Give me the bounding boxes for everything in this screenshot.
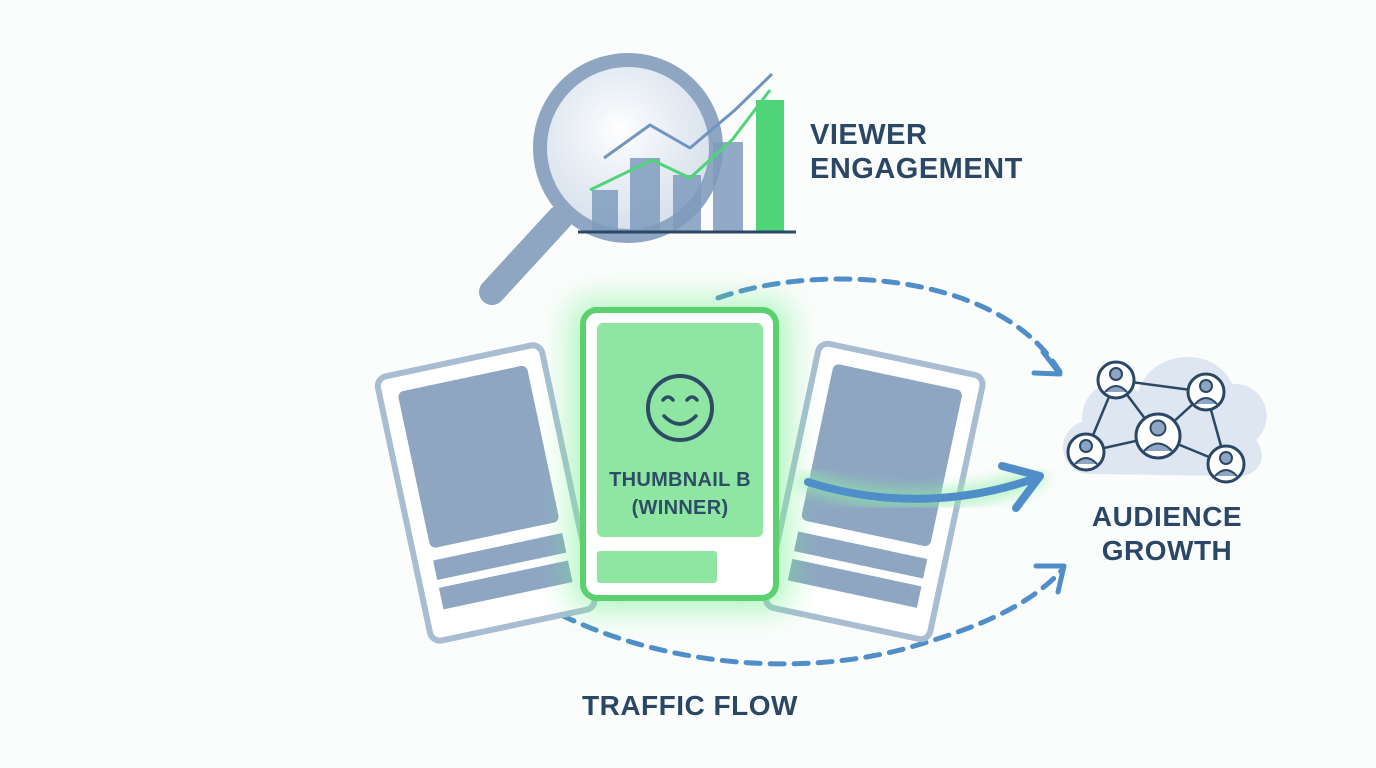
chart-trend-line-blue	[603, 72, 774, 160]
magnifier-handle	[479, 205, 573, 305]
audience-node	[1096, 360, 1136, 400]
traffic-flow-label: TRAFFIC FLOW	[582, 690, 798, 721]
winner-arrow-head	[998, 462, 1044, 512]
people-network-cloud-icon	[1063, 357, 1267, 484]
thumbnail-card-winner	[580, 307, 779, 601]
viewer-engagement-line-1: VIEWER	[810, 119, 928, 151]
traffic-arrow-bottom	[537, 567, 1065, 667]
viewer-engagement-label: VIEWER ENGAGEMENT	[810, 118, 1023, 186]
thumbnail-winner-label: THUMBNAIL B (WINNER)	[597, 466, 763, 522]
chart-trend-line-green	[589, 89, 772, 192]
audience-node	[1066, 432, 1106, 472]
chart-bar	[673, 175, 701, 232]
traffic-arrow-bottom-head	[1033, 563, 1067, 595]
chart-bar	[630, 158, 660, 232]
thumbnail-label-line-2: (WINNER)	[631, 497, 729, 519]
audience-node	[1206, 444, 1246, 484]
audience-growth-label: AUDIENCE GROWTH	[1082, 500, 1252, 568]
chart-bar	[713, 142, 743, 232]
audience-growth-line-2: GROWTH	[1101, 535, 1233, 566]
winner-arrow	[804, 474, 1040, 503]
audience-growth-line-1: AUDIENCE	[1091, 501, 1243, 532]
traffic-arrow-top	[715, 276, 1063, 375]
magnifier-chart-icon	[479, 53, 796, 305]
thumbnail-card-left	[374, 342, 598, 644]
audience-node	[1186, 372, 1226, 412]
audience-node	[1134, 412, 1182, 460]
chart-bar-highlight	[756, 100, 784, 232]
viewer-engagement-line-2: ENGAGEMENT	[810, 153, 1023, 185]
smiley-face-icon	[646, 374, 714, 442]
traffic-arrow-top-head	[1031, 349, 1063, 377]
chart-bar	[592, 190, 618, 232]
thumbnail-label-line-1: THUMBNAIL B	[609, 469, 751, 491]
